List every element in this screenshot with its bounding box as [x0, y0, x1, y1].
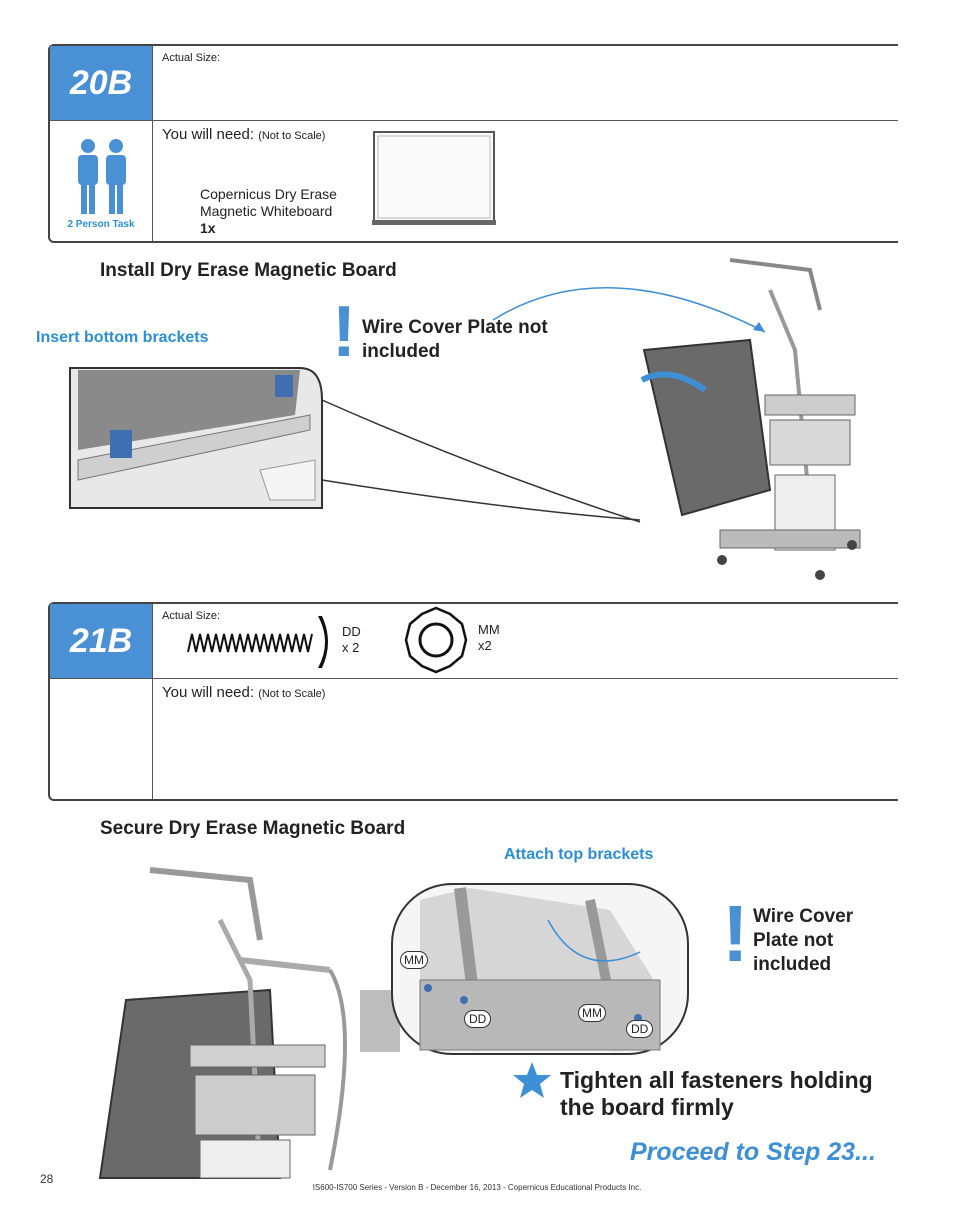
callout-mm-left: MM	[400, 951, 428, 969]
warning-line: included	[753, 954, 832, 975]
warning-icon: !	[722, 889, 749, 978]
warning-line: included	[362, 341, 441, 362]
tighten-fasteners-note: Tighten all fasteners holding the board …	[560, 1067, 873, 1121]
tighten-line: Tighten all fasteners holding	[560, 1067, 873, 1093]
item-name-line: Magnetic Whiteboard	[200, 203, 333, 219]
person-task-label: 2 Person Task	[67, 219, 135, 230]
step-20b-number: 20B	[50, 46, 152, 120]
warning-line: Wire Cover	[753, 906, 854, 927]
attach-top-brackets-label: Attach top brackets	[504, 846, 654, 863]
warning-icon: !	[332, 292, 356, 372]
star-icon	[513, 1062, 551, 1098]
section-heading-secure: Secure Dry Erase Magnetic Board	[100, 818, 406, 839]
cart-board-secure-illustration	[98, 867, 347, 1179]
curved-arrow-1	[492, 287, 766, 333]
warning-line: Wire Cover Plate not	[362, 317, 548, 338]
insert-bottom-brackets-label: Insert bottom brackets	[36, 329, 209, 346]
bottom-brackets-detail-illustration	[69, 367, 641, 523]
part-qty: x 2	[342, 640, 360, 655]
divider	[152, 604, 153, 799]
step-20b-box: 20B Actual Size: You will need: (Not to …	[48, 44, 898, 243]
callout-dd-right: DD	[626, 1020, 654, 1038]
step-21b-box: 21B Actual Size: DD x 2 MM x2 You will n…	[48, 602, 898, 801]
section-heading-install: Install Dry Erase Magnetic Board	[100, 260, 397, 281]
divider	[152, 46, 153, 241]
not-to-scale-text: (Not to Scale)	[258, 688, 326, 700]
proceed-to-step: Proceed to Step 23...	[630, 1138, 876, 1166]
wire-cover-warning-2: Wire Cover Plate not included	[753, 905, 853, 977]
part-mm-label: MM x2	[478, 622, 500, 654]
you-will-need-label: You will need: (Not to Scale)	[162, 126, 325, 143]
two-person-icon	[78, 139, 126, 214]
callout-dd-left: DD	[464, 1010, 492, 1028]
part-dd-label: DD x 2	[342, 624, 361, 656]
step-21b-number: 21B	[50, 604, 152, 678]
you-will-need-text: You will need:	[162, 684, 255, 701]
screw-dd-icon	[187, 616, 328, 668]
tighten-line: the board firmly	[560, 1094, 734, 1120]
you-will-need-text: You will need:	[162, 126, 255, 143]
cart-board-install-illustration	[640, 258, 861, 580]
warning-line: Plate not	[753, 930, 834, 951]
page-number: 28	[40, 1172, 54, 1186]
part-code: DD	[342, 624, 361, 639]
part-qty: x2	[478, 638, 492, 653]
actual-size-label: Actual Size:	[162, 52, 221, 64]
not-to-scale-text: (Not to Scale)	[258, 130, 326, 142]
footer-text: IS600-IS700 Series - Version B - Decembe…	[312, 1183, 642, 1192]
item-name-line: Copernicus Dry Erase	[200, 186, 337, 202]
part-code: MM	[478, 622, 500, 637]
nut-mm-icon	[404, 606, 468, 674]
wire-cover-warning: Wire Cover Plate not included	[362, 316, 548, 364]
you-will-need-label: You will need: (Not to Scale)	[162, 684, 325, 701]
whiteboard-item-name: Copernicus Dry Erase Magnetic Whiteboard…	[200, 186, 337, 237]
actual-size-label: Actual Size:	[162, 610, 221, 622]
divider	[50, 120, 898, 121]
callout-mm-right: MM	[578, 1004, 606, 1022]
divider	[50, 678, 898, 679]
whiteboard-illustration	[372, 131, 496, 225]
item-qty: 1x	[200, 220, 216, 236]
